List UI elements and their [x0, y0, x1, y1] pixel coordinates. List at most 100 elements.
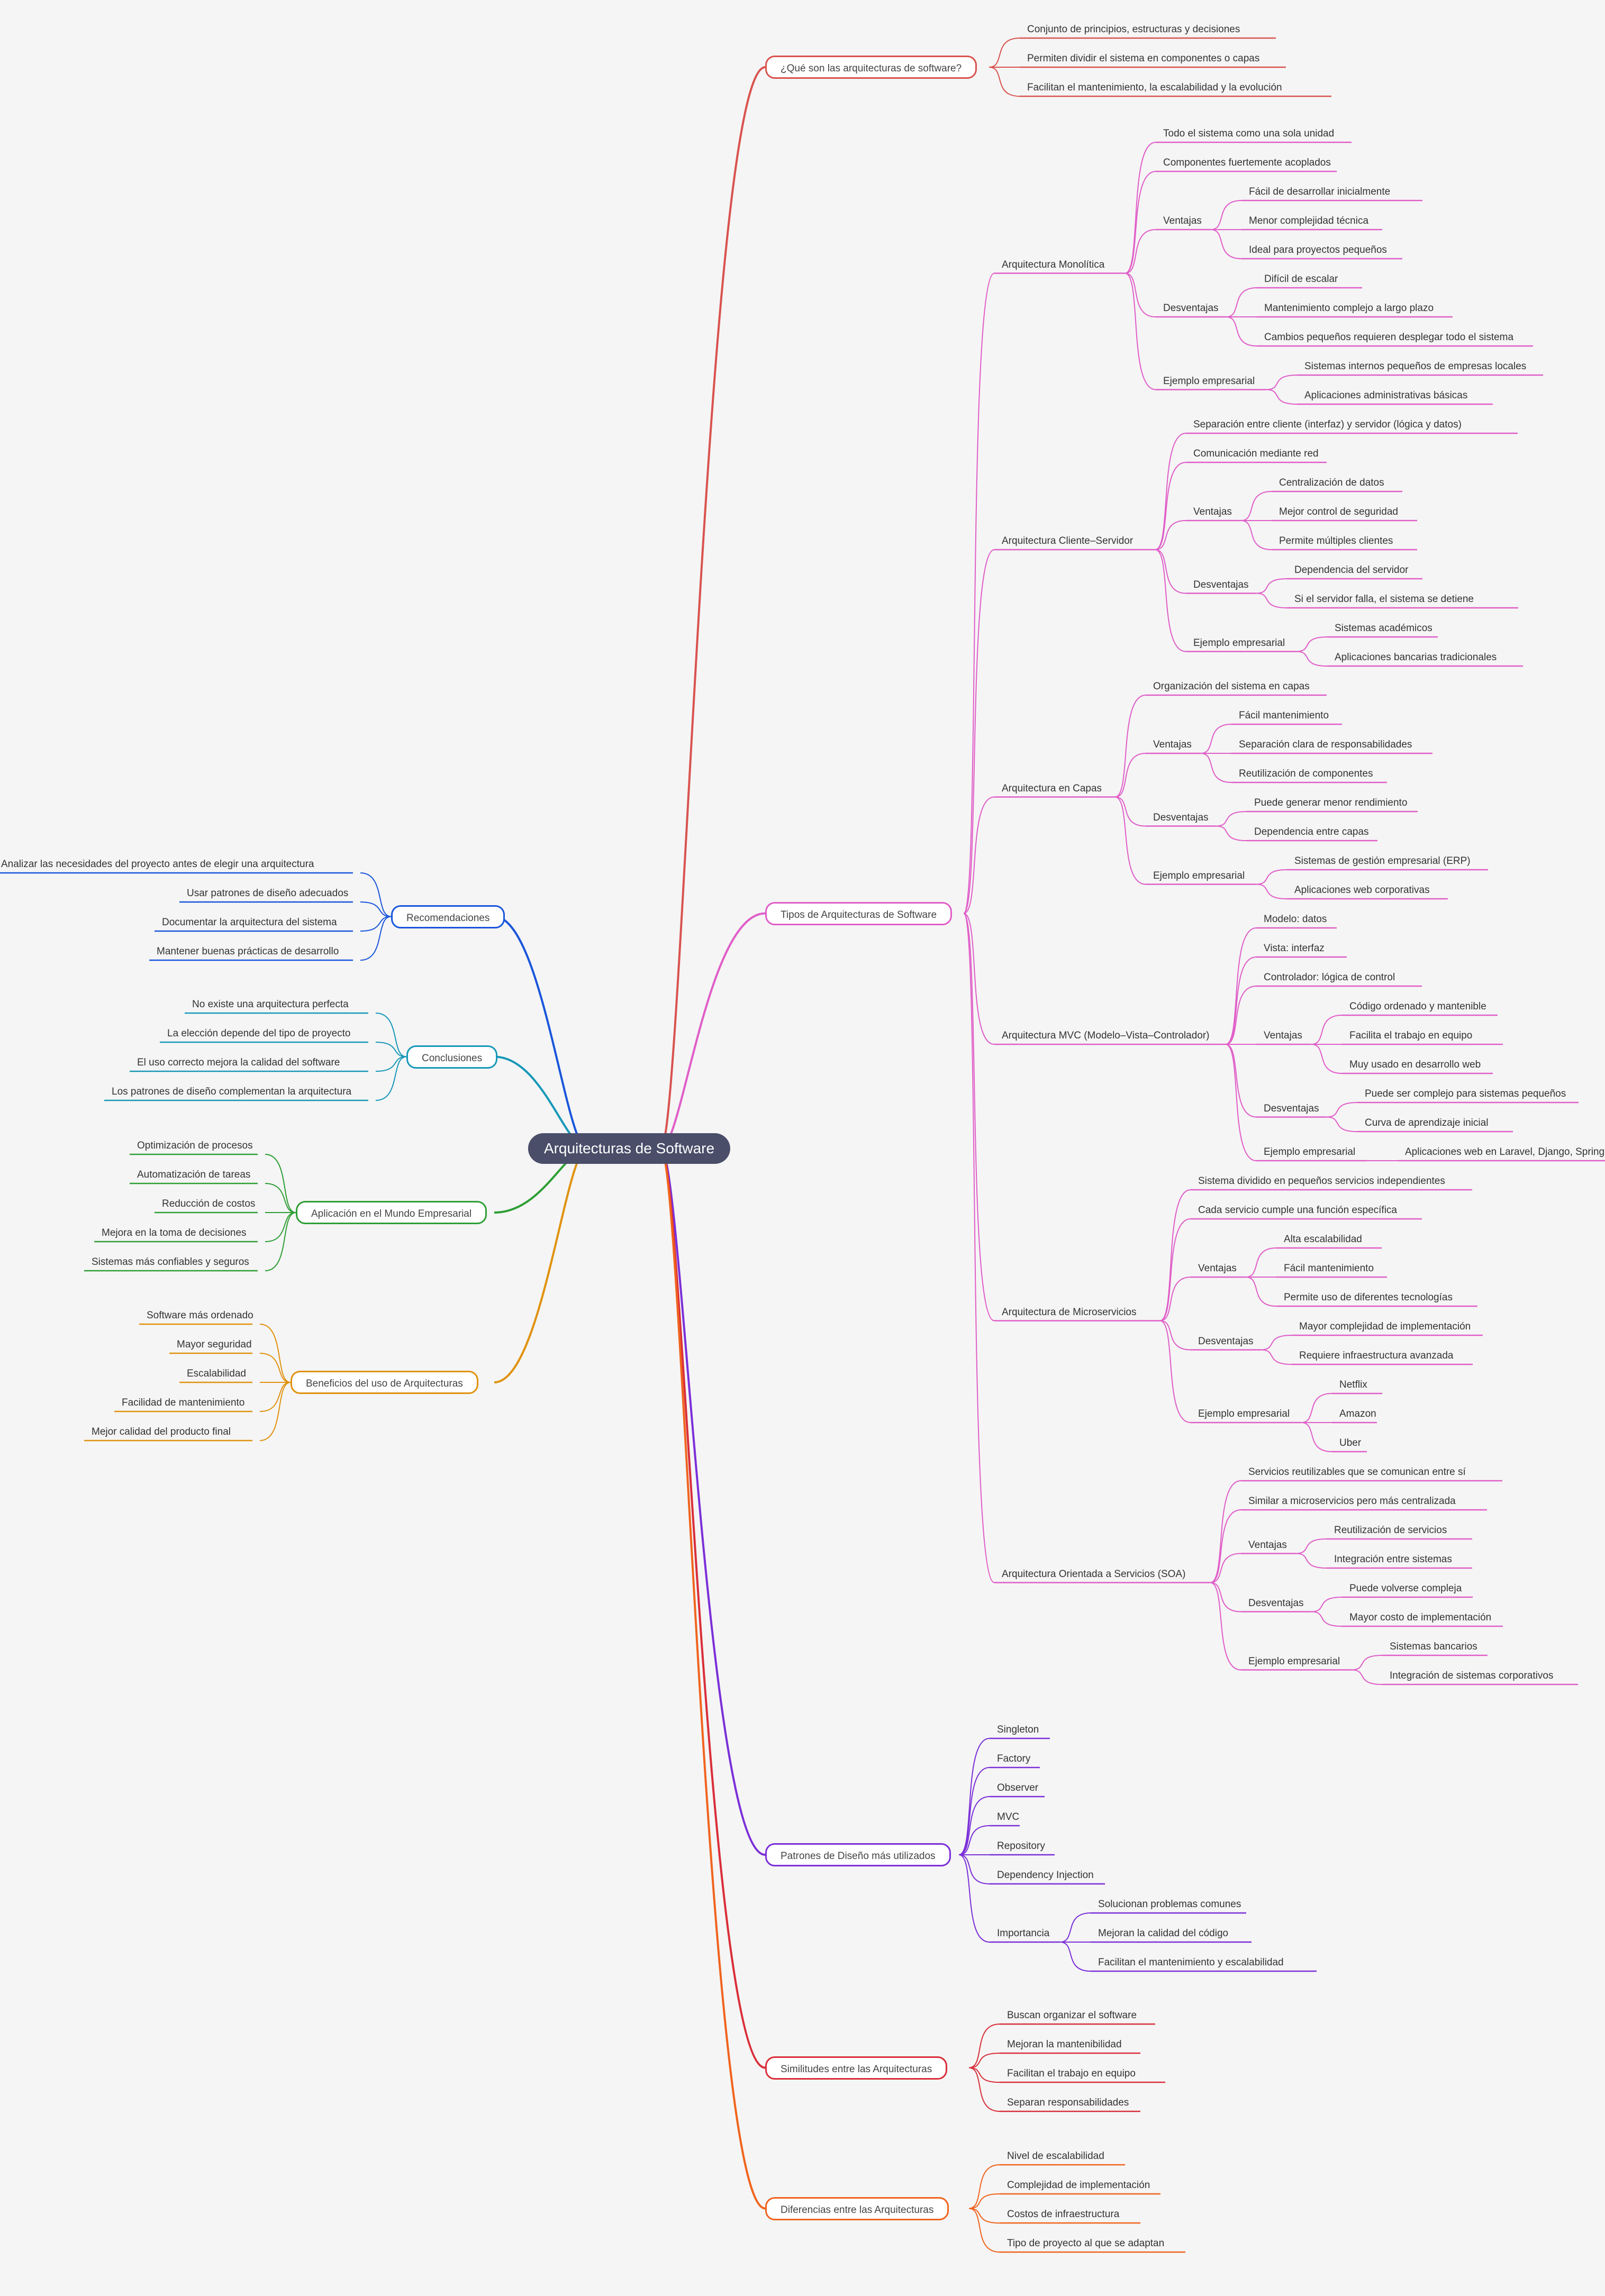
topic-node[interactable]: Puede volverse compleja: [1349, 1583, 1462, 1594]
topic-node[interactable]: Dependencia entre capas: [1254, 826, 1369, 837]
topic-node[interactable]: Costos de infraestructura: [1007, 2209, 1120, 2220]
topic-node[interactable]: Fácil mantenimiento: [1239, 710, 1329, 721]
topic-node[interactable]: Facilitan el mantenimiento, la escalabil…: [1027, 82, 1282, 93]
topic-node[interactable]: Sistemas más confiables y seguros: [92, 1256, 249, 1268]
topic-node[interactable]: Ejemplo empresarial: [1163, 375, 1255, 387]
topic-node[interactable]: Desventajas: [1163, 303, 1219, 314]
topic-node[interactable]: Modelo: datos: [1264, 914, 1327, 925]
topic-node[interactable]: Puede ser complejo para sistemas pequeño…: [1365, 1088, 1566, 1099]
topic-node[interactable]: Mayor costo de implementación: [1349, 1612, 1492, 1623]
topic-node[interactable]: Desventajas: [1198, 1335, 1254, 1347]
topic-node[interactable]: Separan responsabilidades: [1007, 2097, 1129, 2108]
topic-node[interactable]: La elección depende del tipo de proyecto: [167, 1028, 351, 1039]
topic-node[interactable]: Los patrones de diseño complementan la a…: [112, 1086, 352, 1097]
topic-node[interactable]: Mejora en la toma de decisiones: [102, 1227, 247, 1238]
topic-node[interactable]: Ejemplo empresarial: [1198, 1408, 1290, 1419]
topic-node[interactable]: Buscan organizar el software: [1007, 2010, 1137, 2021]
branch-topic[interactable]: Similitudes entre las Arquitecturas: [765, 2056, 948, 2080]
topic-node[interactable]: Fácil de desarrollar inicialmente: [1249, 186, 1391, 197]
branch-topic[interactable]: Aplicación en el Mundo Empresarial: [296, 1201, 487, 1224]
topic-node[interactable]: Facilidad de mantenimiento: [122, 1397, 245, 1408]
topic-node[interactable]: Arquitectura Orientada a Servicios (SOA): [1002, 1568, 1186, 1580]
topic-node[interactable]: Aplicaciones bancarias tradicionales: [1335, 652, 1497, 663]
topic-node[interactable]: Componentes fuertemente acoplados: [1163, 157, 1331, 168]
topic-node[interactable]: Permiten dividir el sistema en component…: [1027, 53, 1260, 64]
topic-node[interactable]: Vista: interfaz: [1264, 943, 1325, 954]
topic-node[interactable]: Mejoran la calidad del código: [1098, 1928, 1229, 1939]
branch-topic[interactable]: Beneficios del uso de Arquitecturas: [291, 1371, 478, 1394]
topic-node[interactable]: Separación entre cliente (interfaz) y se…: [1193, 419, 1462, 430]
branch-topic[interactable]: Recomendaciones: [391, 905, 505, 928]
topic-node[interactable]: Sistemas internos pequeños de empresas l…: [1304, 361, 1527, 372]
topic-node[interactable]: Sistemas bancarios: [1390, 1641, 1477, 1652]
topic-node[interactable]: Factory: [997, 1753, 1031, 1764]
topic-node[interactable]: Desventajas: [1193, 579, 1249, 590]
topic-node[interactable]: Ventajas: [1248, 1539, 1287, 1551]
topic-node[interactable]: Dependencia del servidor: [1294, 564, 1409, 576]
topic-node[interactable]: Arquitectura Monolítica: [1002, 259, 1105, 270]
topic-node[interactable]: Ventajas: [1163, 215, 1202, 226]
topic-node[interactable]: Observer: [997, 1782, 1039, 1793]
topic-node[interactable]: Optimización de procesos: [137, 1140, 253, 1151]
topic-node[interactable]: MVC: [997, 1811, 1020, 1823]
topic-node[interactable]: Facilitan el trabajo en equipo: [1007, 2068, 1136, 2079]
branch-topic[interactable]: Conclusiones: [406, 1045, 498, 1069]
topic-node[interactable]: Mantener buenas prácticas de desarrollo: [157, 946, 339, 957]
topic-node[interactable]: Uber: [1339, 1437, 1362, 1448]
topic-node[interactable]: Comunicación mediante red: [1193, 448, 1319, 459]
topic-node[interactable]: Tipo de proyecto al que se adaptan: [1007, 2238, 1165, 2249]
topic-node[interactable]: Mejor calidad del producto final: [92, 1426, 231, 1437]
topic-node[interactable]: Mayor complejidad de implementación: [1299, 1321, 1471, 1332]
topic-node[interactable]: Sistemas académicos: [1335, 623, 1432, 634]
topic-node[interactable]: Facilita el trabajo en equipo: [1349, 1030, 1473, 1041]
topic-node[interactable]: Todo el sistema como una sola unidad: [1163, 128, 1335, 139]
topic-node[interactable]: Si el servidor falla, el sistema se deti…: [1294, 594, 1474, 605]
topic-node[interactable]: Reutilización de servicios: [1334, 1525, 1447, 1536]
topic-node[interactable]: Mejor control de seguridad: [1279, 506, 1398, 517]
topic-node[interactable]: Software más ordenado: [147, 1310, 253, 1321]
topic-node[interactable]: Amazon: [1339, 1408, 1376, 1419]
topic-node[interactable]: Controlador: lógica de control: [1264, 972, 1395, 983]
topic-node[interactable]: Difícil de escalar: [1264, 274, 1338, 285]
topic-node[interactable]: Desventajas: [1264, 1103, 1319, 1114]
topic-node[interactable]: Integración entre sistemas: [1334, 1554, 1452, 1565]
topic-node[interactable]: Fácil mantenimiento: [1284, 1263, 1374, 1274]
topic-node[interactable]: Sistema dividido en pequeños servicios i…: [1198, 1176, 1445, 1187]
topic-node[interactable]: Ventajas: [1153, 739, 1192, 750]
topic-node[interactable]: Escalabilidad: [187, 1368, 246, 1379]
topic-node[interactable]: Usar patrones de diseño adecuados: [187, 888, 349, 899]
topic-node[interactable]: Ventajas: [1193, 506, 1232, 517]
topic-node[interactable]: Arquitectura de Microservicios: [1002, 1306, 1137, 1318]
branch-topic[interactable]: ¿Qué son las arquitecturas de software?: [765, 56, 977, 79]
topic-node[interactable]: Ventajas: [1198, 1263, 1237, 1274]
topic-node[interactable]: El uso correcto mejora la calidad del so…: [137, 1057, 340, 1068]
topic-node[interactable]: Mayor seguridad: [177, 1339, 252, 1350]
topic-node[interactable]: Cambios pequeños requieren desplegar tod…: [1264, 332, 1514, 343]
topic-node[interactable]: Centralización de datos: [1279, 477, 1384, 488]
topic-node[interactable]: Netflix: [1339, 1379, 1367, 1390]
topic-node[interactable]: Cada servicio cumple una función específ…: [1198, 1205, 1397, 1216]
topic-node[interactable]: Desventajas: [1248, 1597, 1304, 1609]
topic-node[interactable]: Permite uso de diferentes tecnologías: [1284, 1292, 1453, 1303]
topic-node[interactable]: Facilitan el mantenimiento y escalabilid…: [1098, 1957, 1284, 1968]
branch-topic[interactable]: Diferencias entre las Arquitecturas: [765, 2197, 949, 2220]
topic-node[interactable]: Reducción de costos: [162, 1198, 256, 1209]
topic-node[interactable]: Singleton: [997, 1724, 1039, 1735]
topic-node[interactable]: Ejemplo empresarial: [1153, 870, 1245, 881]
topic-node[interactable]: Separación clara de responsabilidades: [1239, 739, 1412, 750]
topic-node[interactable]: Analizar las necesidades del proyecto an…: [1, 859, 314, 870]
topic-node[interactable]: Automatización de tareas: [137, 1169, 251, 1180]
branch-topic[interactable]: Tipos de Arquitecturas de Software: [765, 901, 953, 925]
topic-node[interactable]: Mantenimiento complejo a largo plazo: [1264, 303, 1434, 314]
topic-node[interactable]: Menor complejidad técnica: [1249, 215, 1369, 226]
topic-node[interactable]: Arquitectura en Capas: [1002, 782, 1102, 794]
topic-node[interactable]: Solucionan problemas comunes: [1098, 1899, 1241, 1910]
topic-node[interactable]: Aplicaciones administrativas básicas: [1304, 390, 1468, 401]
topic-node[interactable]: Servicios reutilizables que se comunican…: [1248, 1466, 1466, 1478]
topic-node[interactable]: Similar a microservicios pero más centra…: [1248, 1496, 1456, 1507]
topic-node[interactable]: Código ordenado y mantenible: [1349, 1001, 1486, 1012]
topic-node[interactable]: Arquitectura Cliente–Servidor: [1002, 535, 1134, 546]
topic-node[interactable]: Alta escalabilidad: [1284, 1234, 1362, 1245]
topic-node[interactable]: Aplicaciones web en Laravel, Django, Spr…: [1405, 1146, 1605, 1158]
topic-node[interactable]: Importancia: [997, 1928, 1050, 1939]
